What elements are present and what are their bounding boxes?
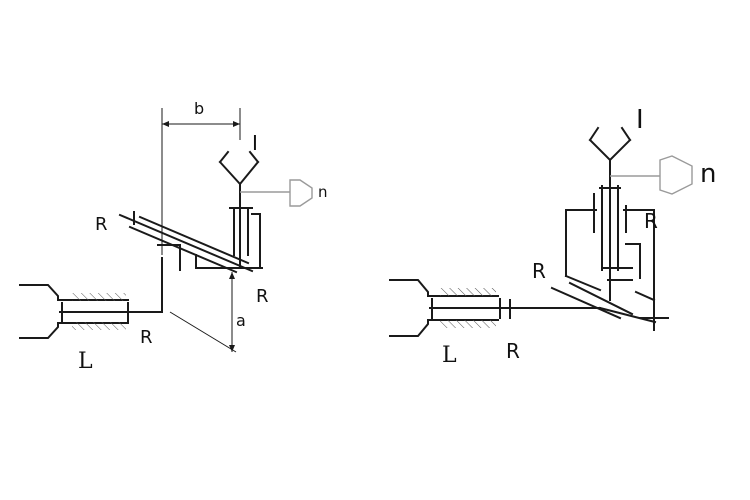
left-mechanism: L R R R I [19,99,328,374]
right-side-tool-label: n [700,159,716,189]
right-side-tool-icon [610,155,693,195]
right-box-housing [564,209,656,331]
left-tool-column [229,199,263,269]
left-dim-a-label: a [236,311,246,330]
right-joint-lower-label: R [506,339,520,363]
left-tool-label: I [252,131,258,155]
left-base-label: L [78,349,93,374]
left-gripper-icon [218,150,260,201]
left-inclined-link [118,211,254,274]
left-base-shaft [129,257,163,313]
right-tool-column [593,159,641,301]
left-side-tool-label: n [318,183,328,201]
left-joint-upper-label: R [95,214,108,235]
left-base-housing [19,284,131,339]
right-gripper-icon [588,126,632,162]
right-base-label: L [442,343,457,368]
left-side-tool-icon [240,179,313,207]
right-tool-label: I [636,105,644,135]
right-joint-mid-label: R [532,259,546,283]
right-mechanism: L R R R [389,105,716,368]
left-joint-right-label: R [256,286,269,307]
right-base-housing [389,279,511,337]
left-joint-lower-label: R [140,327,153,348]
left-dim-b-label: b [194,99,204,118]
right-joint-upper-label: R [644,209,658,233]
left-dimension-a [169,272,237,353]
left-dimension-b [161,108,241,255]
